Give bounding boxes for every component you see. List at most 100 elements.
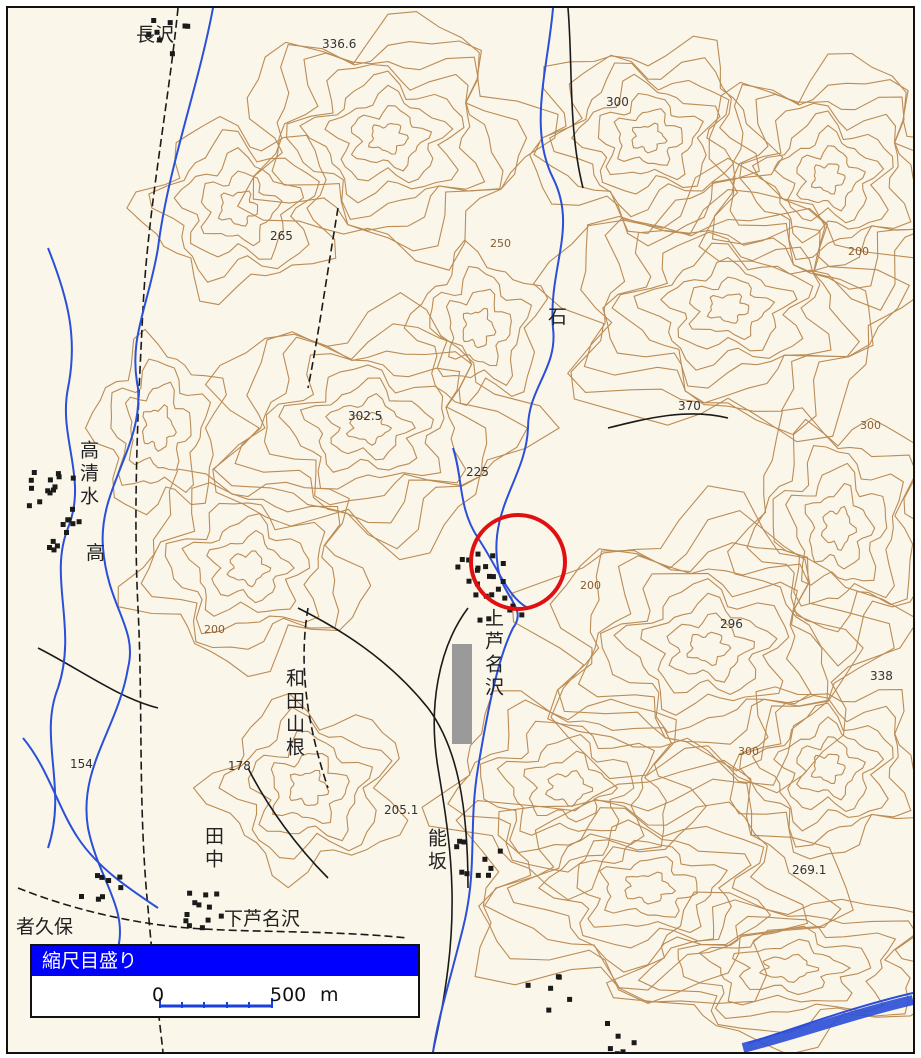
building [99, 874, 105, 880]
contour-line [523, 750, 619, 823]
contour-line [299, 70, 465, 204]
building [196, 902, 202, 908]
road-line [307, 207, 339, 389]
building [146, 32, 152, 38]
building [64, 530, 69, 535]
settlement-area [452, 644, 472, 744]
contour-line [597, 92, 705, 181]
building [117, 874, 123, 880]
contour-line [547, 509, 895, 786]
place-label-ishi: 石 [548, 306, 568, 328]
place-label-takashimizu: 高清水 [77, 440, 99, 509]
contour-line [605, 891, 913, 1052]
place-label-wada-yamane: 和田山根 [283, 668, 305, 760]
elevation-338: 338 [870, 669, 893, 683]
building [29, 485, 34, 491]
contour-line [751, 702, 894, 832]
contour-line [637, 899, 913, 1034]
contour-line [785, 462, 888, 586]
river-line [432, 8, 565, 1052]
building [51, 487, 56, 493]
contour-line [751, 110, 894, 244]
contour-line [598, 856, 698, 918]
contour-line [141, 404, 177, 452]
contour-line [299, 377, 435, 473]
contour-label-200: 200 [580, 579, 601, 592]
triangulation-205-1: 205.1 [384, 803, 419, 817]
location-marker-circle [469, 513, 567, 611]
contour-line [533, 54, 760, 234]
elevation-225: 225 [466, 465, 489, 479]
contour-line [247, 730, 374, 842]
contour-line [570, 73, 721, 195]
contour-line [698, 925, 872, 1006]
road-line [297, 607, 469, 889]
contour-line [213, 323, 529, 550]
building [483, 564, 489, 570]
place-label-tanaka: 田中 [202, 826, 224, 872]
contour-line [403, 239, 549, 407]
contour-line [677, 915, 897, 1019]
building [50, 538, 56, 544]
building [459, 869, 465, 875]
building [54, 543, 60, 549]
contour-line [583, 207, 874, 412]
contour-line [445, 288, 512, 367]
contour-line [271, 52, 504, 231]
topographic-map[interactable] [8, 8, 913, 1052]
contour-line [532, 157, 913, 443]
building [567, 996, 573, 1002]
contour-line [263, 353, 467, 506]
building [60, 522, 66, 527]
building [51, 547, 57, 553]
building [475, 565, 481, 571]
contour-line [124, 381, 192, 471]
contour-line [270, 752, 350, 824]
road-line [303, 607, 329, 789]
building [631, 1040, 637, 1046]
contour-line [686, 631, 732, 667]
road-line [567, 8, 584, 189]
building [79, 894, 84, 899]
building [615, 1033, 621, 1039]
contour-line [772, 445, 905, 607]
building [184, 912, 190, 917]
building [495, 586, 501, 592]
contour-line [773, 124, 885, 224]
building [473, 592, 479, 598]
contour-line [611, 231, 832, 389]
contour-line [286, 63, 486, 221]
place-label-kubo: 者久保 [16, 916, 74, 938]
contour-label-200b: 200 [204, 623, 225, 636]
contour-line [624, 871, 677, 905]
building [118, 885, 124, 891]
contour-line [820, 505, 858, 551]
contour-line [739, 694, 912, 848]
building [199, 925, 205, 931]
contour-line [631, 122, 668, 154]
building [466, 557, 472, 563]
contour-line [234, 336, 488, 524]
contour-line [429, 265, 533, 387]
building [482, 856, 488, 862]
contour-line [140, 482, 341, 650]
building [556, 974, 562, 980]
contour-line [479, 720, 656, 854]
contour-line [773, 716, 885, 813]
scale-unit: m [320, 984, 339, 1006]
contour-label-300b: 300 [738, 745, 759, 758]
building [205, 917, 211, 923]
contour-line [478, 778, 842, 1004]
building [454, 844, 460, 850]
contour-line [278, 364, 445, 490]
building [169, 51, 175, 57]
elevation-178: 178 [228, 759, 251, 773]
place-label-shimo-ashinasawa: 下芦名沢 [224, 908, 301, 930]
building [497, 848, 503, 854]
contour-line [602, 225, 861, 404]
building [182, 23, 188, 29]
building [614, 1051, 620, 1052]
building [546, 1007, 552, 1013]
building [157, 37, 162, 43]
building [31, 470, 37, 475]
